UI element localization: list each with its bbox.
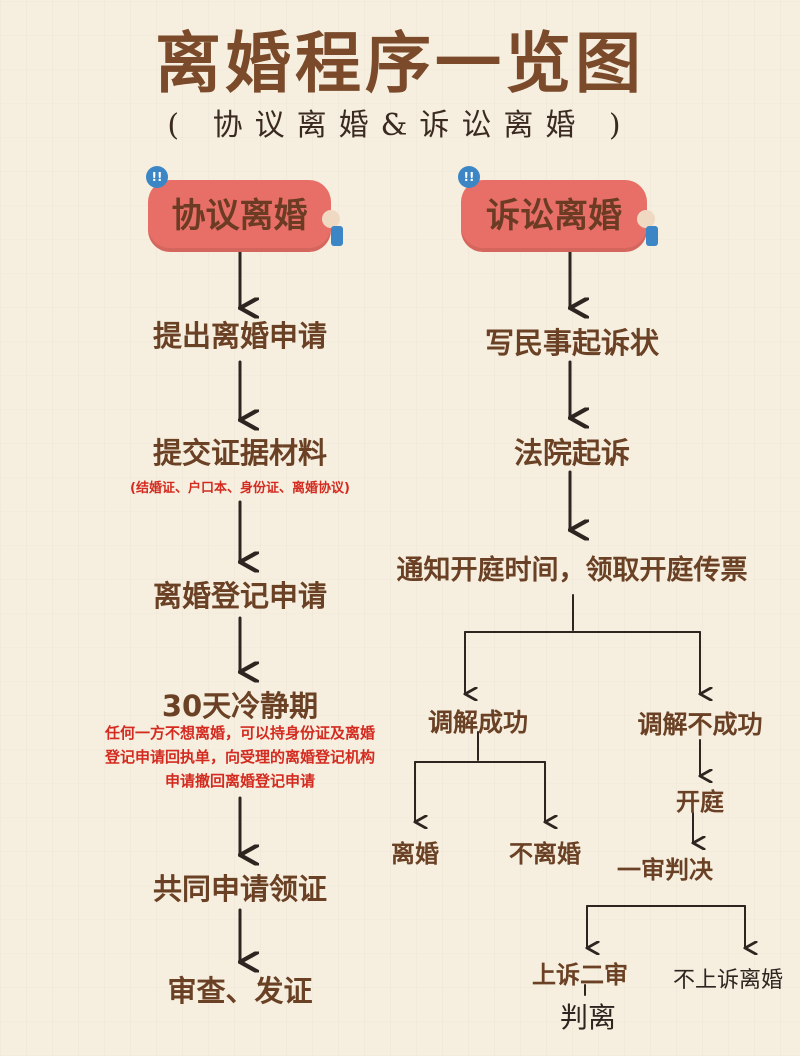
alert-badge-icon: !! — [458, 166, 480, 188]
phone-icon — [331, 226, 343, 246]
step-submit-application: 提出离婚申请 — [152, 319, 328, 353]
page-subtitle: ( 协议离婚&诉讼离婚 ) — [167, 108, 633, 143]
step-file-lawsuit: 法院起诉 — [513, 436, 631, 470]
alert-badge-icon: !! — [146, 166, 168, 188]
step-review-issue: 审查、发证 — [167, 974, 313, 1008]
page-title: 离婚程序一览图 — [155, 25, 645, 102]
outcome-no-divorce: 不离婚 — [509, 840, 581, 868]
cooling-note-line-1: 任何一方不想离婚，可以持身份证及离婚 — [104, 724, 376, 742]
step-joint-apply-certificate: 共同申请领证 — [152, 872, 328, 906]
appeal-second-instance: 上诉二审 — [532, 961, 628, 989]
court-hearing: 开庭 — [676, 788, 724, 816]
step-registration-application: 离婚登记申请 — [152, 579, 328, 613]
mediation-success: 调解成功 — [427, 708, 529, 737]
step-court-notice: 通知开庭时间，领取开庭传票 — [396, 555, 748, 586]
step-submit-evidence: 提交证据材料 — [152, 436, 328, 470]
cooling-note-line-2: 登记申请回执单，向受理的离婚登记机构 — [104, 748, 376, 766]
materials-note: (结婚证、户口本、身份证、离婚协议) — [130, 481, 350, 496]
litigation-divorce-label: 诉讼离婚 — [486, 196, 622, 236]
hand-icon — [637, 210, 655, 228]
verdict-divorce: 判离 — [559, 1001, 617, 1034]
first-instance-judgment: 一审判决 — [617, 856, 713, 884]
step-cooling-period: 30天冷静期 — [161, 689, 319, 723]
no-appeal-divorce: 不上诉离婚 — [672, 968, 784, 993]
phone-icon — [646, 226, 658, 246]
mediation-fail: 调解不成功 — [637, 710, 763, 739]
outcome-divorce: 离婚 — [391, 840, 439, 868]
cooling-note-line-3: 申请撤回离婚登记申请 — [164, 772, 316, 790]
litigation-divorce-heading: 诉讼离婚 — [461, 180, 647, 252]
step-write-complaint: 写民事起诉状 — [484, 326, 660, 360]
hand-icon — [322, 210, 340, 228]
agreement-divorce-heading: 协议离婚 — [148, 180, 331, 252]
agreement-divorce-label: 协议离婚 — [171, 196, 308, 236]
